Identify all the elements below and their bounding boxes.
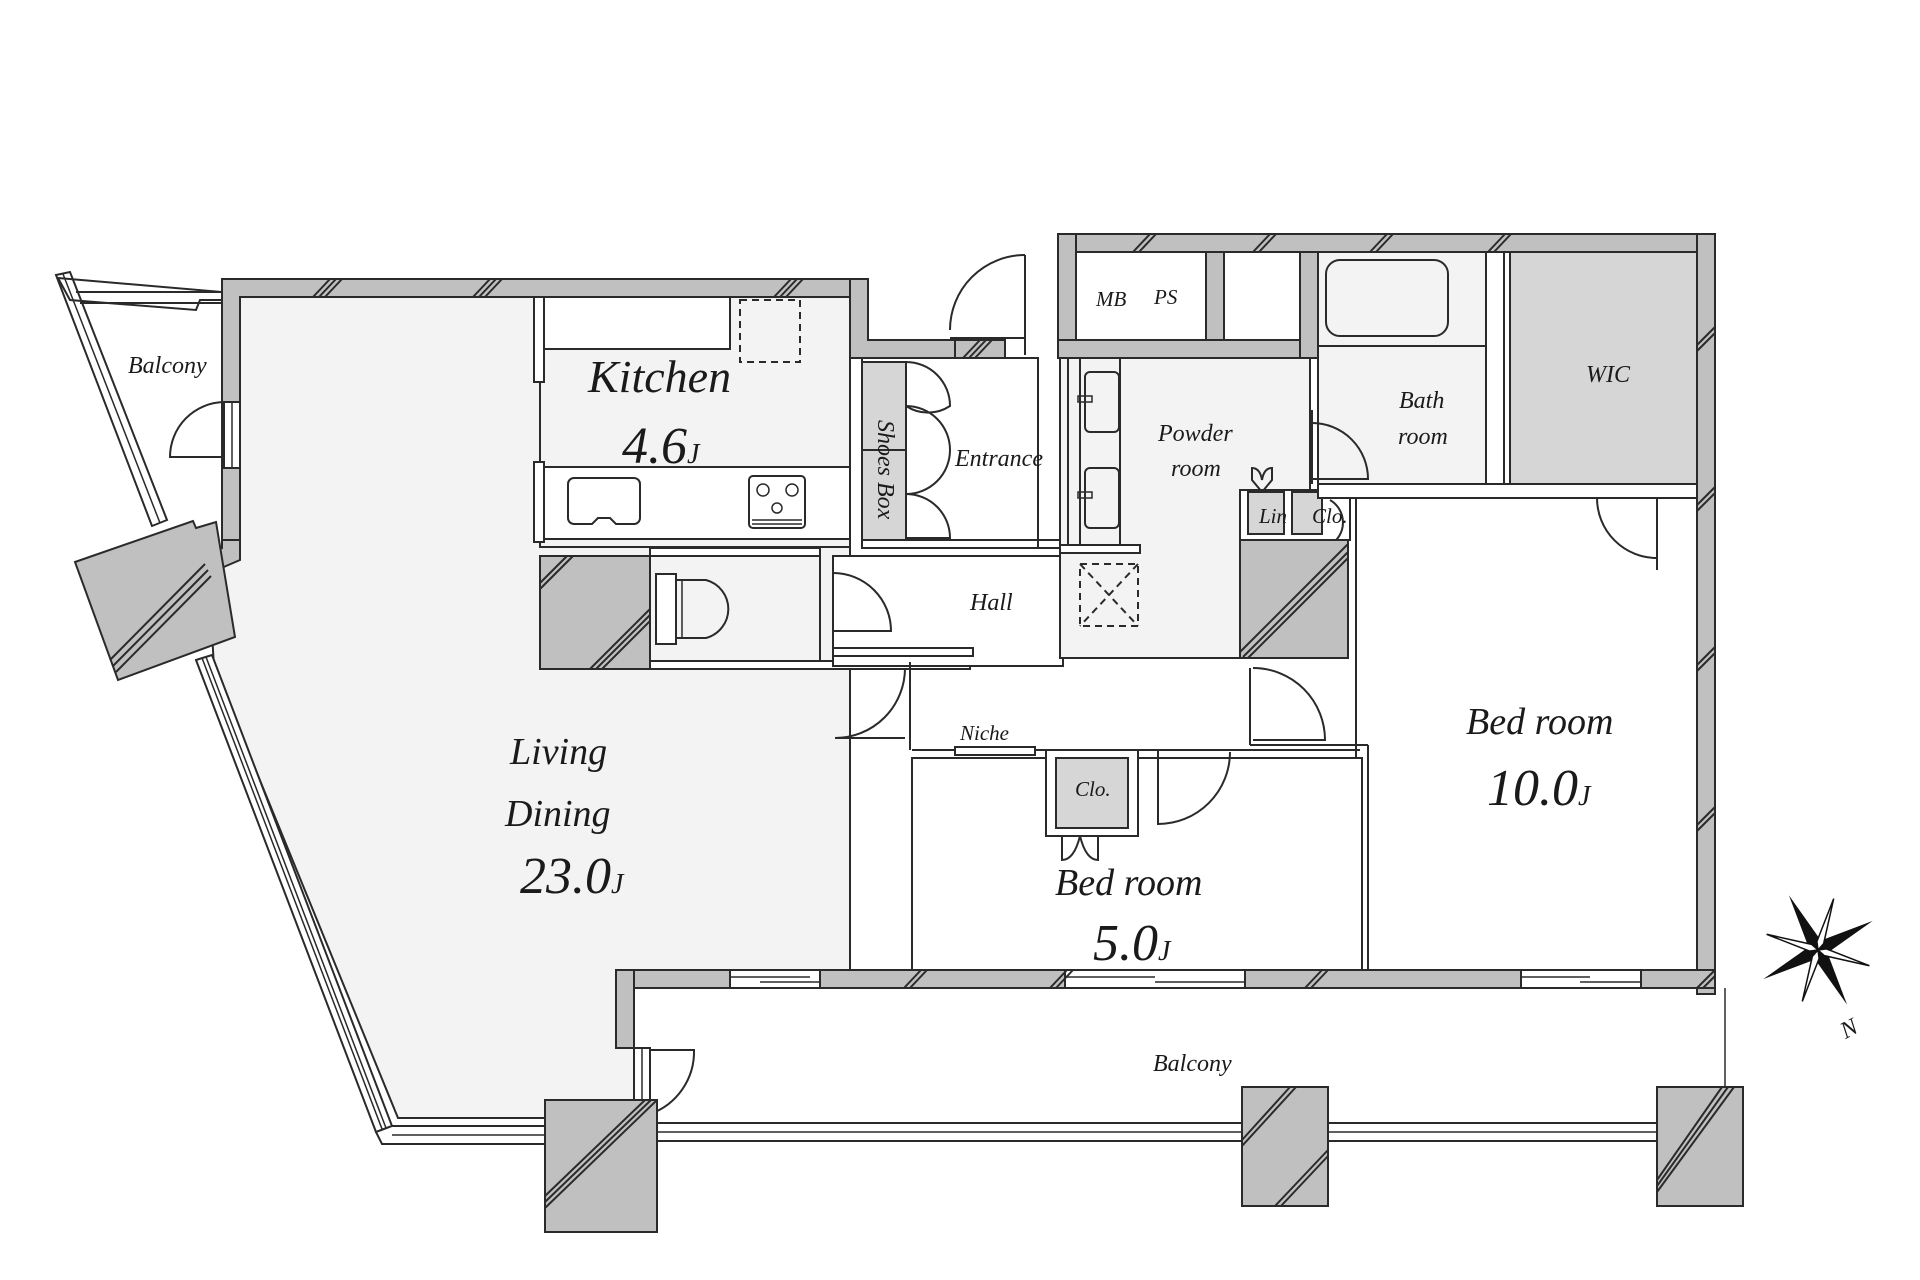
toilet: [539, 547, 971, 670]
bedroom-small-area-unit: J: [1158, 936, 1172, 967]
label-closet-small: Clo.: [1312, 504, 1348, 528]
kitchen: [533, 296, 851, 548]
bedroom-large: [1249, 483, 1698, 988]
wall-hatches-north: [312, 278, 804, 298]
label-shoes-box: Shoes Box: [872, 420, 898, 520]
label-living-dining-area: 23.0J: [520, 848, 625, 905]
living-dining-area-value: 23.0: [520, 848, 611, 905]
bedroom-small-area-value: 5.0: [1093, 915, 1158, 972]
label-ps: PS: [1153, 285, 1178, 309]
kitchen-east-wall: [849, 278, 956, 359]
label-closet-bedroom: Clo.: [1075, 777, 1111, 801]
label-bath-room-2: room: [1398, 424, 1448, 450]
south-wall: [615, 969, 1716, 1049]
bedroom-small: [911, 746, 1363, 988]
label-balcony-west: Balcony: [128, 353, 207, 379]
label-bedroom-large: Bed room: [1466, 701, 1613, 743]
living-dining-area-unit: J: [611, 869, 625, 900]
label-kitchen-area: 4.6J: [622, 418, 701, 475]
balcony-south: [544, 988, 1744, 1233]
label-bath-room-1: Bath: [1399, 388, 1444, 414]
label-powder-room-2: room: [1171, 456, 1221, 482]
label-kitchen: Kitchen: [587, 351, 731, 402]
label-hall: Hall: [969, 590, 1013, 616]
label-wic: WIC: [1586, 362, 1631, 388]
label-linen: Lin: [1258, 504, 1287, 528]
label-living: Living: [509, 731, 607, 773]
hall: [832, 555, 1064, 750]
label-niche: Niche: [959, 721, 1009, 745]
label-balcony-south: Balcony: [1153, 1051, 1232, 1077]
compass-north-label: N: [1835, 1013, 1864, 1045]
label-bedroom-small-area: 5.0J: [1093, 915, 1172, 972]
powder-room: [1059, 357, 1370, 659]
label-powder-room-1: Powder: [1157, 421, 1233, 447]
ld-west-glazing: [194, 653, 547, 1145]
balcony-west: [54, 270, 223, 528]
bedroom-large-area-value: 10.0: [1487, 760, 1578, 817]
entrance: [861, 254, 1066, 549]
label-mb: MB: [1095, 287, 1126, 311]
kitchen-area-value: 4.6: [622, 418, 687, 475]
pillar-west: [73, 519, 237, 682]
compass-rose-icon: [1763, 895, 1873, 1005]
bedroom-large-area-unit: J: [1578, 781, 1592, 812]
label-bedroom-large-area: 10.0J: [1487, 760, 1592, 817]
label-bedroom-small: Bed room: [1055, 862, 1202, 904]
label-entrance: Entrance: [954, 446, 1043, 472]
kitchen-area-unit: J: [687, 439, 701, 470]
label-dining: Dining: [504, 793, 611, 835]
